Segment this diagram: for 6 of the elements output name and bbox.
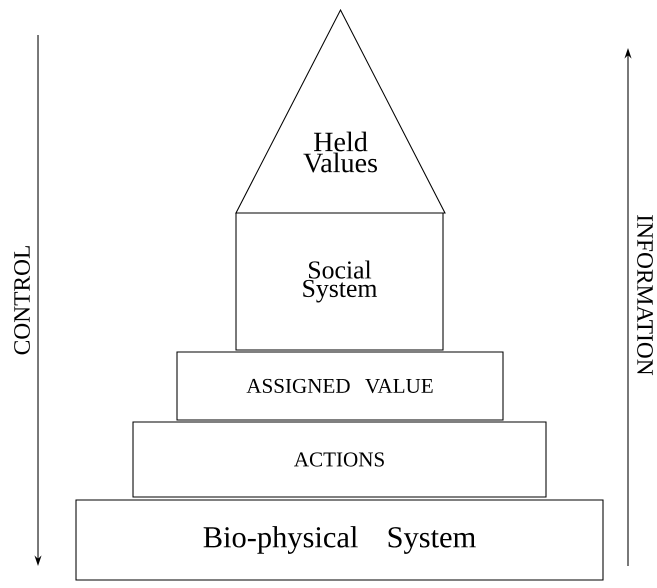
layer-box: ASSIGNED VALUE — [176, 351, 504, 421]
axis-label: CONTROL — [14, 246, 30, 354]
layer-box: Social System — [235, 212, 444, 351]
axis-label: INFORMATION — [637, 215, 653, 376]
layer-box: ACTIONS — [132, 421, 547, 498]
layer-box: Bio-physical System — [75, 499, 604, 581]
